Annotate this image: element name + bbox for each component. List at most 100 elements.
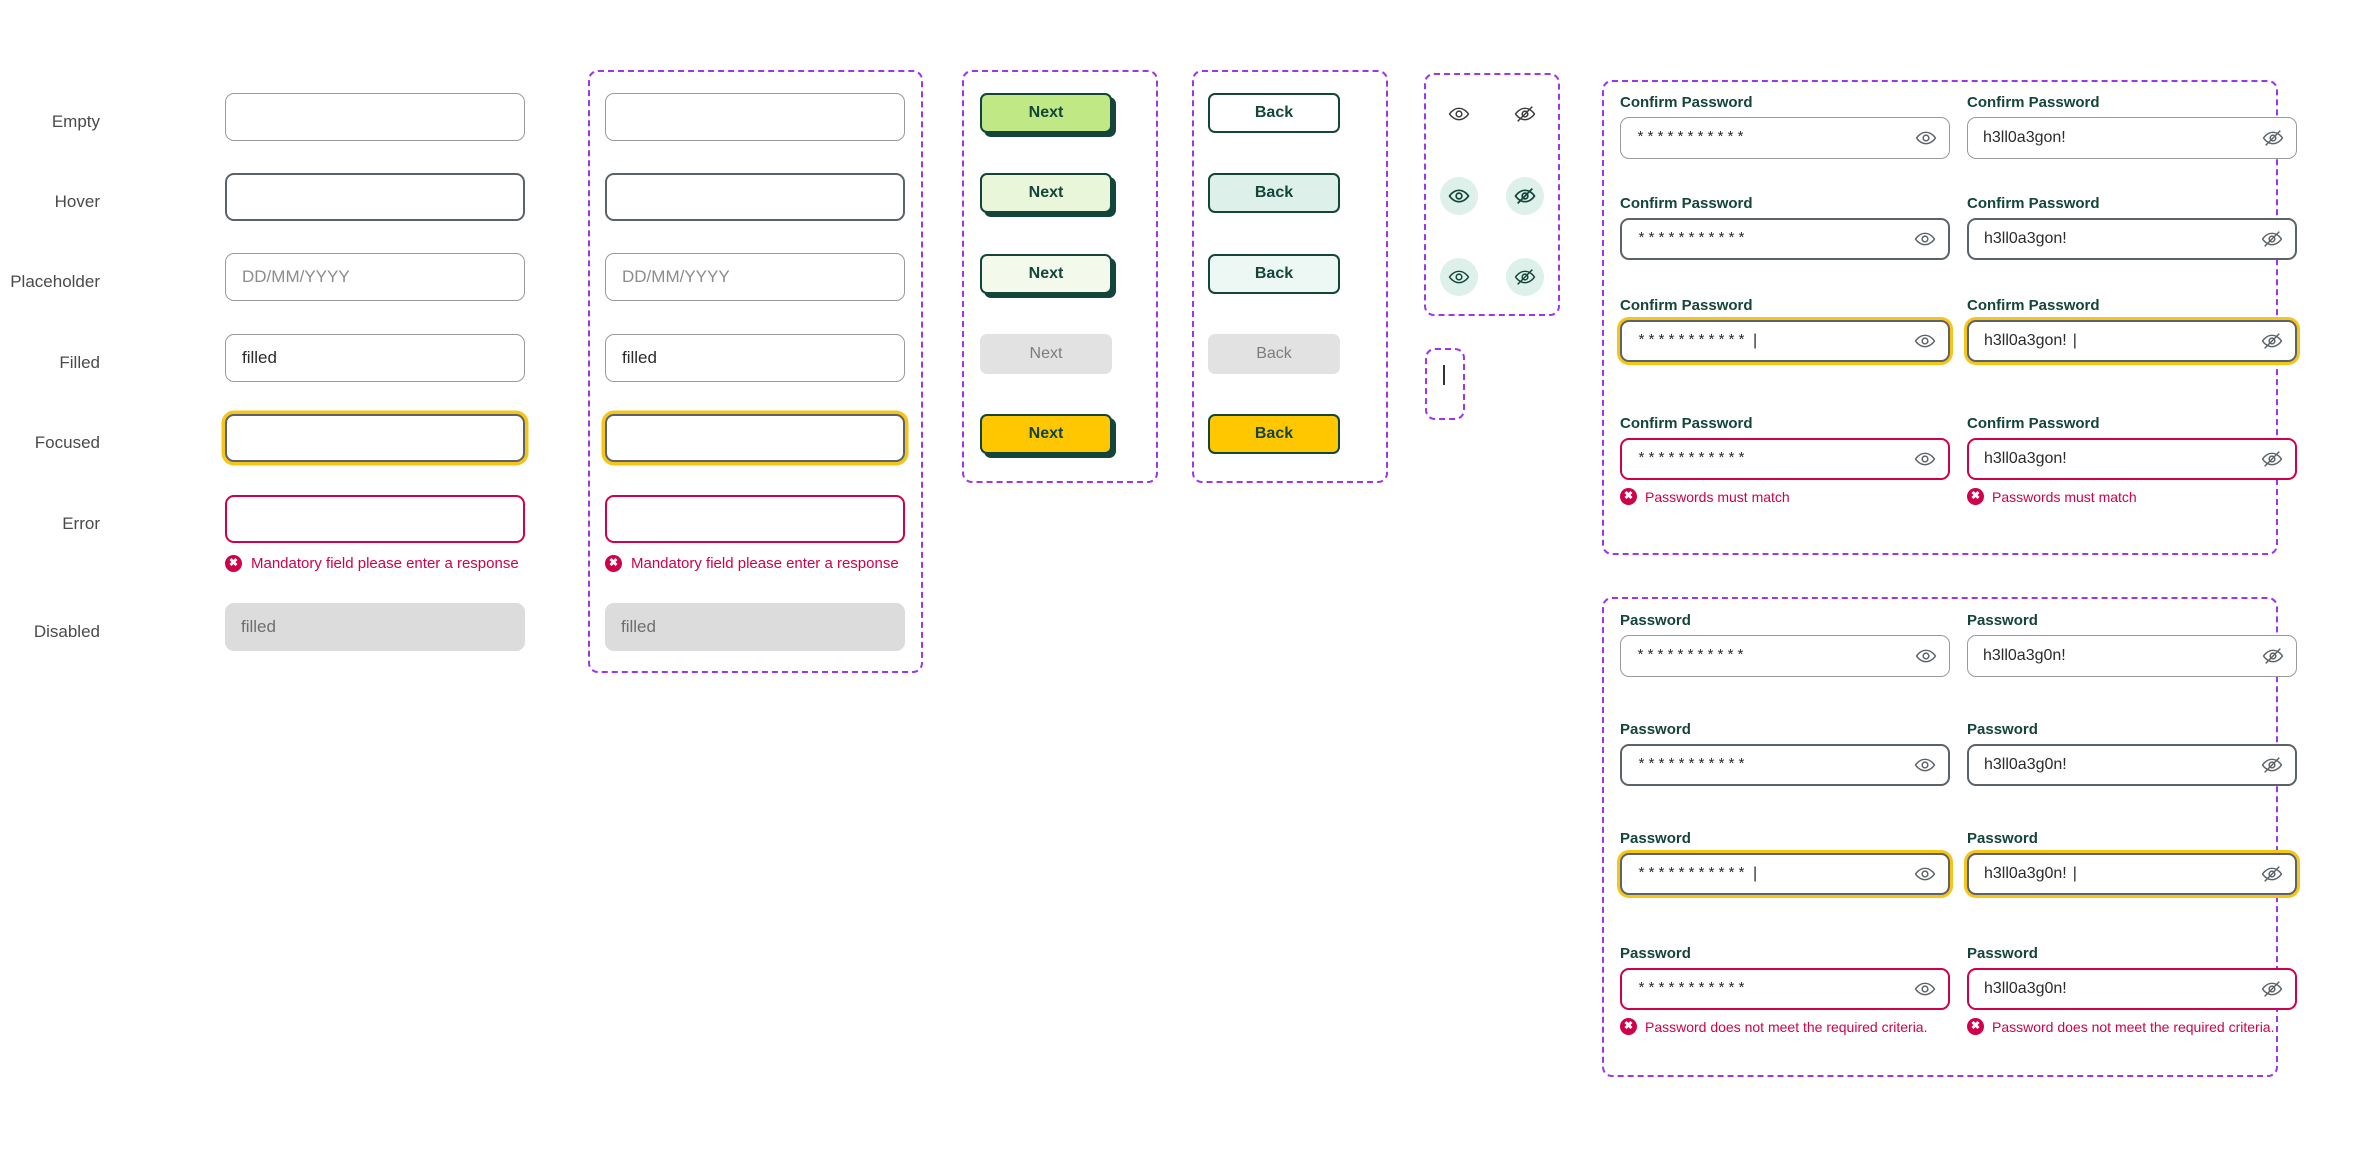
text-input-filled[interactable]: filled bbox=[225, 334, 525, 382]
password-label: Password bbox=[1967, 721, 2038, 738]
error-circle-x-icon: ✖ bbox=[1620, 488, 1637, 505]
back-button-focused[interactable]: Back bbox=[1208, 414, 1340, 454]
password-input[interactable]: *********** bbox=[1620, 744, 1950, 786]
password-visible-value: h3ll0a3g0n! bbox=[1984, 756, 2067, 773]
eye-slash-icon-toggle[interactable] bbox=[2261, 228, 2283, 250]
eye-icon-toggle[interactable] bbox=[1915, 645, 1937, 667]
text-input-error-2[interactable] bbox=[605, 495, 905, 543]
password-masked-value: *********** bbox=[1637, 450, 1748, 468]
row-label-disabled: Disabled bbox=[33, 622, 100, 641]
text-input-hover-2[interactable] bbox=[605, 173, 905, 221]
back-button-hover[interactable]: Back bbox=[1208, 173, 1340, 213]
eye-icon-toggle[interactable] bbox=[1914, 448, 1936, 470]
password-visible-default: Password h3ll0a3g0n! bbox=[1967, 613, 2297, 677]
eye-icon-hover[interactable] bbox=[1440, 177, 1478, 215]
confirm-password-input[interactable]: *********** bbox=[1620, 438, 1950, 480]
password-masked-error: Password *********** ✖ Password does not… bbox=[1620, 946, 1950, 1035]
eye-icon bbox=[1914, 982, 1936, 996]
confirm-password-input[interactable]: *********** | bbox=[1620, 320, 1950, 362]
eye-icon-toggle[interactable] bbox=[1914, 978, 1936, 1000]
text-input-focused[interactable] bbox=[225, 414, 525, 462]
password-masked-value: *********** bbox=[1637, 865, 1748, 883]
eye-slash-icon bbox=[1514, 269, 1536, 285]
eye-icon bbox=[1915, 131, 1937, 145]
eye-slash-icon-default[interactable] bbox=[1506, 95, 1544, 133]
text-input-focused-2[interactable] bbox=[605, 414, 905, 462]
confirm-password-label: Confirm Password bbox=[1620, 94, 1753, 111]
error-message-text: Password does not meet the required crit… bbox=[1645, 1018, 1928, 1035]
eye-icon-toggle[interactable] bbox=[1914, 863, 1936, 885]
eye-slash-icon bbox=[2262, 130, 2284, 146]
confirm-password-masked-focused: Confirm Password *********** | bbox=[1620, 298, 1950, 362]
confirm-password-input[interactable]: h3ll0a3gon! bbox=[1967, 438, 2297, 480]
password-visible-value: h3ll0a3gon! bbox=[1983, 129, 2066, 146]
eye-slash-icon-toggle[interactable] bbox=[2261, 978, 2283, 1000]
password-label: Password bbox=[1620, 612, 1691, 629]
text-input-placeholder[interactable]: DD/MM/YYYY bbox=[225, 253, 525, 301]
next-button-active[interactable]: Next bbox=[980, 254, 1112, 294]
text-input-disabled: filled bbox=[225, 603, 525, 651]
text-input-hover[interactable] bbox=[225, 173, 525, 221]
back-button-default[interactable]: Back bbox=[1208, 93, 1340, 133]
password-label: Password bbox=[1967, 830, 2038, 847]
eye-icon-default[interactable] bbox=[1440, 95, 1478, 133]
password-masked-value: *********** bbox=[1637, 980, 1748, 998]
eye-slash-icon-toggle[interactable] bbox=[2261, 448, 2283, 470]
text-input-empty-2[interactable] bbox=[605, 93, 905, 141]
password-input[interactable]: h3ll0a3g0n! bbox=[1967, 635, 2297, 677]
text-input-placeholder-2[interactable]: DD/MM/YYYY bbox=[605, 253, 905, 301]
password-error-message: ✖ Password does not meet the required cr… bbox=[1967, 1018, 2297, 1035]
password-input[interactable]: *********** | bbox=[1620, 853, 1950, 895]
password-input[interactable]: h3ll0a3g0n! bbox=[1967, 968, 2297, 1010]
confirm-password-input[interactable]: *********** bbox=[1620, 218, 1950, 260]
confirm-password-label: Confirm Password bbox=[1967, 415, 2100, 432]
next-button-hover[interactable]: Next bbox=[980, 173, 1112, 213]
confirm-password-label: Confirm Password bbox=[1620, 415, 1753, 432]
confirm-password-input[interactable]: h3ll0a3gon! | bbox=[1967, 320, 2297, 362]
password-input[interactable]: h3ll0a3g0n! bbox=[1967, 744, 2297, 786]
password-input[interactable]: *********** bbox=[1620, 635, 1950, 677]
eye-slash-icon-toggle[interactable] bbox=[2262, 645, 2284, 667]
eye-slash-icon-toggle[interactable] bbox=[2261, 754, 2283, 776]
password-masked-value: *********** bbox=[1637, 332, 1748, 350]
password-input[interactable]: h3ll0a3g0n! | bbox=[1967, 853, 2297, 895]
password-masked-hover: Password *********** bbox=[1620, 722, 1950, 786]
eye-slash-icon-hover[interactable] bbox=[1506, 177, 1544, 215]
eye-slash-icon bbox=[2261, 981, 2283, 997]
next-button-default[interactable]: Next bbox=[980, 93, 1112, 133]
next-button-focused[interactable]: Next bbox=[980, 414, 1112, 454]
password-masked-default: Password *********** bbox=[1620, 613, 1950, 677]
eye-slash-icon bbox=[1514, 188, 1536, 204]
back-button-active[interactable]: Back bbox=[1208, 254, 1340, 294]
eye-icon-toggle[interactable] bbox=[1914, 754, 1936, 776]
password-input[interactable]: *********** bbox=[1620, 968, 1950, 1010]
eye-icon-toggle[interactable] bbox=[1915, 127, 1937, 149]
password-masked-focused: Password *********** | bbox=[1620, 831, 1950, 895]
eye-icon bbox=[1914, 758, 1936, 772]
confirm-password-input[interactable]: h3ll0a3gon! bbox=[1967, 218, 2297, 260]
text-input-error[interactable] bbox=[225, 495, 525, 543]
eye-icon-active[interactable] bbox=[1440, 258, 1478, 296]
eye-slash-icon-toggle[interactable] bbox=[2262, 127, 2284, 149]
eye-slash-icon-toggle[interactable] bbox=[2261, 863, 2283, 885]
confirm-password-input[interactable]: h3ll0a3gon! bbox=[1967, 117, 2297, 159]
text-input-filled-2[interactable]: filled bbox=[605, 334, 905, 382]
confirm-password-label: Confirm Password bbox=[1620, 195, 1753, 212]
eye-slash-icon bbox=[2261, 231, 2283, 247]
eye-slash-icon bbox=[1514, 106, 1536, 122]
eye-icon bbox=[1915, 649, 1937, 663]
error-message-text: Password does not meet the required crit… bbox=[1992, 1018, 2275, 1035]
text-input-empty[interactable] bbox=[225, 93, 525, 141]
eye-icon bbox=[1914, 867, 1936, 881]
text-input-error-message-2: ✖ Mandatory field please enter a respons… bbox=[605, 555, 899, 572]
password-visible-error: Password h3ll0a3g0n! ✖ Password does not… bbox=[1967, 946, 2297, 1035]
confirm-password-masked-error: Confirm Password *********** ✖ Passwords… bbox=[1620, 416, 1950, 505]
eye-icon-toggle[interactable] bbox=[1914, 228, 1936, 250]
confirm-password-input[interactable]: *********** bbox=[1620, 117, 1950, 159]
eye-slash-icon-toggle[interactable] bbox=[2261, 330, 2283, 352]
confirm-password-label: Confirm Password bbox=[1967, 94, 2100, 111]
input-value: filled bbox=[622, 348, 657, 367]
eye-slash-icon-active[interactable] bbox=[1506, 258, 1544, 296]
eye-icon-toggle[interactable] bbox=[1914, 330, 1936, 352]
eye-slash-icon bbox=[2261, 866, 2283, 882]
